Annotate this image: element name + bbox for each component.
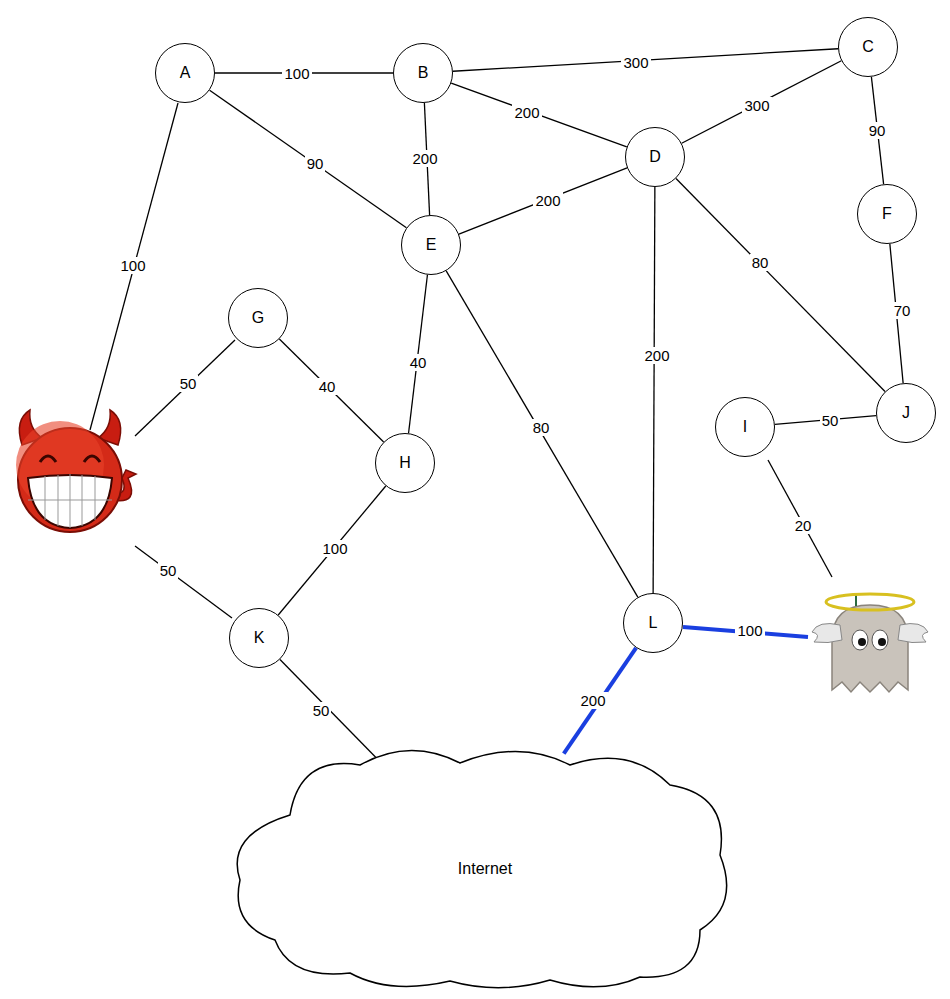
cost-label: 100 [735,622,764,639]
link-line [564,648,636,754]
link-line [653,187,655,593]
cost-label: 50 [158,562,179,579]
cost-label: 70 [892,302,913,319]
node-name: D [649,148,661,166]
cost-label: 50 [178,375,199,392]
router-circle: G [228,288,288,348]
link-line [451,83,627,147]
link-line [90,103,178,430]
link-line [682,61,842,143]
node-name: B [418,64,429,82]
link-line [210,90,407,228]
internet-cloud: Internet [230,745,740,993]
cost-label: 100 [320,540,349,557]
router-circle: L [623,593,683,653]
cost-label: 200 [410,150,439,167]
router-circle: F [857,184,917,244]
link-line [446,271,638,597]
angel-icon [812,594,928,692]
link-line [279,339,383,442]
router-circle: D [625,127,685,187]
cost-label: 80 [750,254,771,271]
link-line [459,168,627,234]
router-circle: I [715,397,775,457]
cost-label: 200 [642,347,671,364]
link-line [676,178,885,391]
cost-label: 100 [118,257,147,274]
cost-label: 200 [512,104,541,121]
node-name: J [902,404,910,422]
cost-label: 90 [867,122,888,139]
link-line [453,49,838,72]
cost-label: 90 [305,155,326,172]
router-circle: H [375,433,435,493]
node-name: Internet [458,860,512,878]
router-circle: C [838,17,898,77]
cost-label: 50 [311,702,332,719]
link-line [135,546,232,618]
cost-label: 80 [531,419,552,436]
router-circle: B [393,43,453,103]
cost-label: 40 [408,354,429,371]
node-name: E [426,236,437,254]
node-name: C [862,38,874,56]
node-name: G [252,309,264,327]
node-name: I [743,418,747,436]
devil-icon [16,410,136,532]
router-circle: J [876,383,936,443]
link-line [768,460,832,577]
cost-label: 300 [621,54,650,71]
node-name: A [180,64,191,82]
cost-label: 300 [742,97,771,114]
cost-label: 100 [282,65,311,82]
router-circle: E [401,215,461,275]
node-name: F [882,205,892,223]
node-name: K [254,629,265,647]
cost-label: 40 [317,378,338,395]
link-line [280,659,378,759]
cost-label: 20 [793,517,814,534]
node-name: H [399,454,411,472]
node-name: L [649,614,658,632]
cost-label: 200 [533,192,562,209]
router-circle: A [155,43,215,103]
link-line [135,340,235,436]
link-line [409,275,428,433]
router-circle: K [229,608,289,668]
link-line [278,486,386,615]
cost-label: 50 [820,412,841,429]
cost-label: 200 [578,692,607,709]
